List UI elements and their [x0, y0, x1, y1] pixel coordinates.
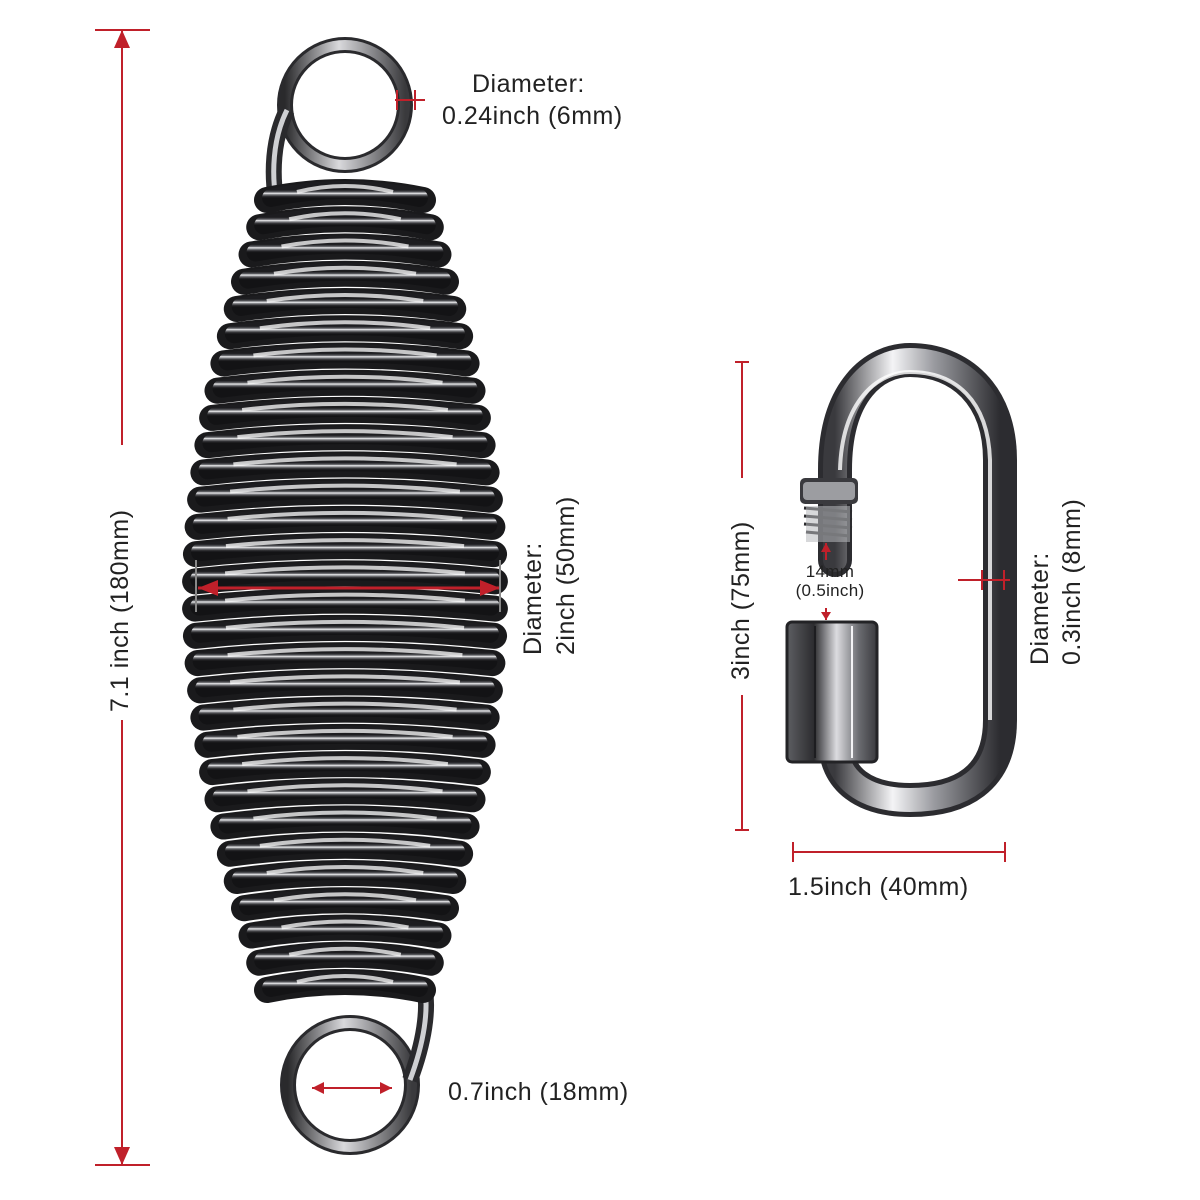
spring-eye-diameter-label: 0.7inch (18mm) [448, 1078, 629, 1106]
dimension-lines [95, 29, 1010, 1166]
spring-coil-shine [229, 674, 461, 685]
barrel-nut [785, 620, 879, 764]
spring-coil-shine [288, 211, 402, 222]
link-width-dimension [792, 842, 1006, 862]
spring-coil-highlight [190, 616, 500, 643]
body-diameter-dimension [195, 560, 501, 612]
spring-coil-highlight [212, 780, 478, 807]
spring-wire-diameter-title: Diameter: [472, 70, 585, 98]
hammock-spring [182, 37, 508, 1155]
link-wire-diameter-value: 0.3inch (8mm) [1058, 498, 1086, 665]
spring-coil-shine [296, 974, 394, 984]
spring-coil-shine [225, 538, 465, 549]
spring-coil-highlight [198, 453, 492, 480]
spring-coil-shine [288, 946, 402, 957]
top-eye-hook [265, 37, 413, 202]
spring-coil-shine [259, 320, 431, 331]
spring-coil-highlight [195, 480, 495, 507]
link-wire-diameter-marker [958, 570, 1010, 590]
spring-coil-shine [247, 374, 443, 385]
spring-coil-highlight [202, 725, 488, 752]
spring-coil-shine [241, 401, 449, 412]
spring-coil-highlight [239, 262, 451, 289]
spring-coil-shine [227, 647, 463, 658]
spring-coil-highlight [262, 971, 428, 997]
spring-coil-highlight [190, 589, 500, 616]
eye-diameter-dimension [312, 1082, 392, 1094]
spring-coil-shine [237, 429, 453, 440]
spring-coil-shine [296, 184, 394, 194]
spring-coil-shine [273, 265, 417, 276]
spring-coil-highlight [231, 290, 459, 316]
spring-coil-highlight [246, 235, 444, 262]
spring-coil-shine [241, 756, 449, 767]
spring-coil-highlight [218, 807, 472, 834]
spring-coil-shine [253, 810, 437, 821]
spring-body-diameter-title: Diameter: [519, 542, 547, 655]
spring-coil-shine [253, 347, 437, 358]
spring-coil-highlight [190, 535, 500, 562]
spring-coil-highlight [207, 398, 483, 425]
spring-coil-highlight [224, 317, 466, 344]
spring-coil-shine [266, 293, 424, 303]
spring-coil-shine [273, 892, 417, 903]
spring-length-label: 7.1 inch (180mm) [106, 509, 134, 712]
gate-opening-label: 14mm (0.5inch) [780, 562, 880, 600]
spring-coil-shine [237, 728, 453, 739]
spring-length-dimension [95, 29, 150, 1166]
spring-coil-highlight [192, 644, 498, 671]
spring-coil-highlight [190, 562, 500, 589]
gate-threads [800, 478, 858, 542]
bottom-eye-hook [280, 988, 435, 1155]
spring-coil-shine [259, 837, 431, 848]
spring-coil-shine [247, 783, 443, 794]
spring-coil-shine [233, 701, 457, 712]
spring-coil-highlight [202, 426, 488, 453]
gate-opening-mm: 14mm [805, 562, 855, 581]
spring-coil-highlight [224, 834, 466, 861]
link-wire-diameter-title: Diameter: [1026, 552, 1054, 665]
top-wire-diameter-marker [395, 90, 425, 110]
spring-coil-highlight [207, 753, 483, 780]
gate-opening-inch: (0.5inch) [795, 580, 865, 600]
link-width-label: 1.5inch (40mm) [788, 873, 969, 901]
spring-coil-highlight [239, 889, 451, 916]
spring-coil-highlight [218, 344, 472, 371]
spring-coil-shine [227, 510, 463, 521]
link-height-dimension [735, 361, 749, 831]
spring-coil-highlight [192, 507, 498, 534]
spring-coil-highlight [246, 916, 444, 943]
spring-coil-shine [224, 592, 466, 603]
spring-coil-shine [225, 619, 465, 630]
spring-coil-highlight [254, 943, 436, 970]
gate-opening-dimension [821, 543, 831, 620]
spring-coil-highlight [212, 371, 478, 398]
quick-link [785, 342, 1017, 818]
spring-coil-highlight [254, 208, 436, 235]
spring-coil-shine [233, 456, 457, 467]
spring-coil-highlight [195, 671, 495, 698]
spring-coil-highlight [231, 862, 459, 889]
spring-coil-highlight [262, 181, 428, 207]
spring-coil-highlight [198, 698, 492, 725]
spring-coil-shine [266, 865, 424, 876]
spring-body-diameter-value: 2inch (50mm) [552, 496, 580, 655]
link-height-label: 3inch (75mm) [727, 521, 755, 680]
spring-coils [182, 179, 508, 1003]
spring-coil-shine [229, 483, 461, 494]
spring-coil-shine [281, 238, 409, 249]
spring-coil-shine [281, 919, 409, 930]
spring-wire-diameter-value: 0.24inch (6mm) [442, 102, 623, 130]
spring-coil-shine [224, 565, 466, 576]
